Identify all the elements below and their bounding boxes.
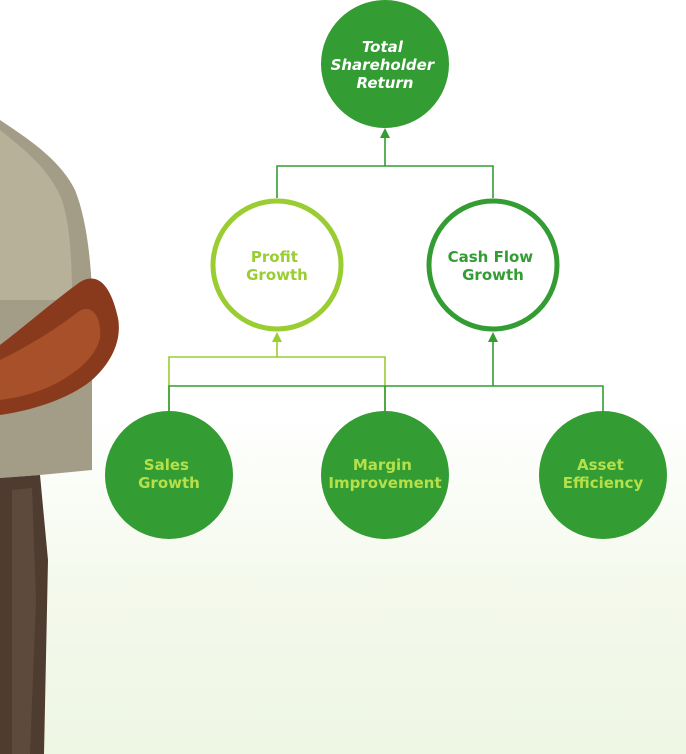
node-label-cash-flow-growth: Cash Flow Growth <box>448 248 539 284</box>
connector-all-to-cashflow <box>168 385 604 413</box>
arrow-cashflow <box>488 332 498 342</box>
node-total-shareholder-return: Total Shareholder Return <box>321 0 449 128</box>
connector-sales-margin-to-profit <box>168 356 386 413</box>
node-label-sales-growth: Sales Growth <box>138 456 200 492</box>
node-profit-growth: Profit Growth <box>210 198 344 332</box>
node-label-profit-growth: Profit Growth <box>246 248 308 284</box>
node-asset-efficiency: Asset Efficiency <box>539 411 667 539</box>
node-sales-growth: Sales Growth <box>105 411 233 539</box>
node-cash-flow-growth: Cash Flow Growth <box>426 198 560 332</box>
node-margin-improvement: Margin Improvement <box>321 411 449 539</box>
connectors <box>168 128 604 413</box>
arrow-tsr <box>380 128 390 138</box>
node-label-margin-improvement: Margin Improvement <box>328 456 441 492</box>
node-label-total-shareholder-return: Total Shareholder Return <box>331 38 440 92</box>
person-photo <box>0 120 119 754</box>
node-label-asset-efficiency: Asset Efficiency <box>563 456 644 492</box>
arrow-profit <box>272 332 282 342</box>
connector-profit-to-tsr <box>276 165 494 198</box>
